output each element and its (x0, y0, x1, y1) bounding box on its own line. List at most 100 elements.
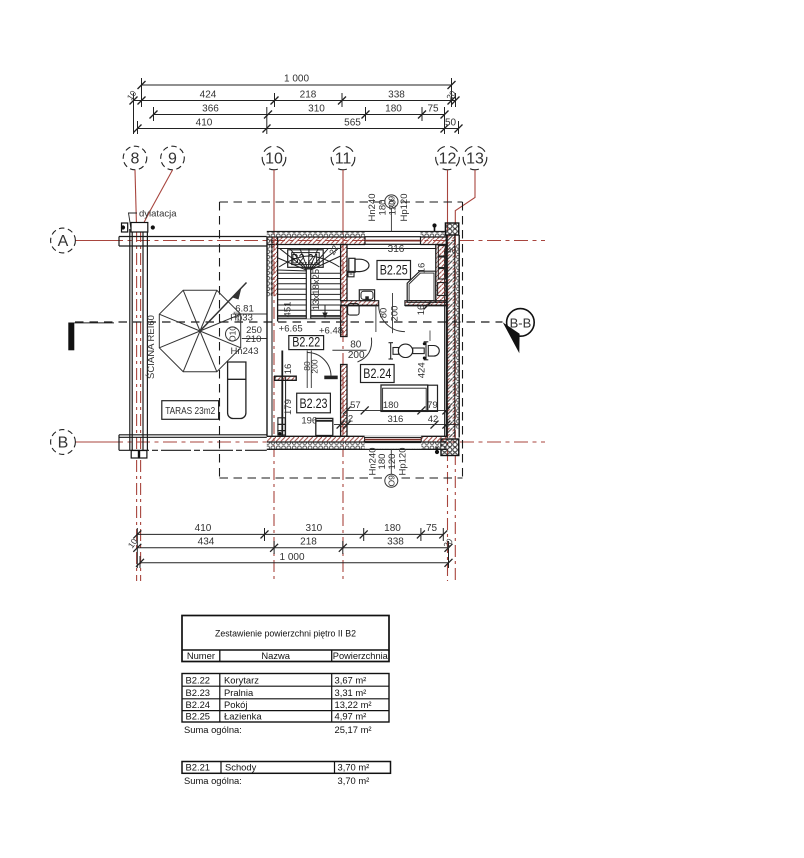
svg-text:16: 16 (283, 364, 294, 375)
svg-text:12: 12 (439, 151, 457, 168)
svg-text:Hn240: Hn240 (368, 448, 379, 476)
svg-text:+6.65: +6.65 (279, 324, 303, 335)
svg-text:Numer: Numer (187, 650, 215, 661)
svg-text:180: 180 (384, 523, 401, 534)
svg-text:75: 75 (426, 523, 438, 534)
svg-text:3,70 m²: 3,70 m² (338, 775, 370, 786)
svg-text:B2.25: B2.25 (186, 711, 211, 722)
svg-text:200: 200 (348, 350, 365, 361)
svg-text:180: 180 (385, 104, 402, 115)
svg-text:dylatacja: dylatacja (139, 209, 177, 220)
svg-text:Łazienka: Łazienka (224, 711, 262, 722)
svg-text:Hp120: Hp120 (398, 448, 409, 476)
svg-text:57: 57 (350, 400, 361, 411)
svg-text:79: 79 (427, 400, 438, 411)
svg-text:Powierzchnia: Powierzchnia (333, 650, 389, 661)
svg-text:180: 180 (377, 454, 388, 470)
svg-text:11: 11 (335, 151, 352, 168)
svg-text:80: 80 (350, 339, 362, 350)
svg-text:1 000: 1 000 (284, 74, 309, 85)
svg-text:179: 179 (283, 399, 294, 415)
svg-text:Pralnia: Pralnia (224, 687, 254, 698)
svg-text:434: 434 (198, 537, 215, 548)
svg-text:B2.23: B2.23 (186, 687, 211, 698)
svg-text:B2.25: B2.25 (380, 263, 408, 278)
svg-text:250: 250 (246, 325, 262, 336)
svg-text:10: 10 (265, 151, 283, 168)
svg-text:25,17 m²: 25,17 m² (335, 724, 372, 735)
svg-text:16: 16 (416, 305, 427, 316)
svg-text:6.81: 6.81 (235, 304, 254, 315)
svg-text:O9: O9 (386, 196, 396, 208)
svg-text:50: 50 (445, 118, 457, 129)
svg-text:3,70 m²: 3,70 m² (338, 762, 370, 773)
svg-text:Korytarz: Korytarz (224, 675, 259, 686)
svg-text:8: 8 (131, 151, 140, 168)
svg-text:B2.22: B2.22 (292, 335, 320, 350)
svg-text:310: 310 (306, 523, 323, 534)
svg-text:▽: ▽ (234, 310, 241, 319)
svg-text:Suma ogólna:: Suma ogólna: (184, 775, 242, 786)
svg-text:Schody: Schody (225, 762, 257, 773)
svg-text:80: 80 (302, 361, 312, 371)
svg-text:338: 338 (387, 537, 404, 548)
svg-text:22: 22 (327, 243, 341, 256)
svg-text:218: 218 (300, 537, 317, 548)
svg-text:B: B (58, 435, 69, 452)
svg-text:13: 13 (466, 151, 484, 168)
svg-text:Zestawienie powierzchni piętro: Zestawienie powierzchni piętro II B2 (215, 628, 356, 639)
svg-text:B-B: B-B (510, 315, 532, 330)
svg-text:40: 40 (447, 245, 457, 255)
svg-text:13x18x25: 13x18x25 (311, 269, 322, 310)
svg-text:B2.21: B2.21 (186, 762, 211, 773)
svg-text:Hp33: Hp33 (230, 313, 253, 324)
svg-text:565: 565 (344, 118, 361, 129)
svg-text:3,67 m²: 3,67 m² (335, 675, 367, 686)
svg-text:Nazwa: Nazwa (261, 650, 290, 661)
svg-text:3,31 m²: 3,31 m² (335, 687, 367, 698)
svg-text:22: 22 (343, 414, 354, 425)
svg-text:451: 451 (283, 302, 294, 318)
svg-text:1 000: 1 000 (279, 552, 304, 563)
svg-text:196: 196 (301, 416, 317, 427)
svg-text:424: 424 (200, 90, 217, 101)
svg-text:13,22 m²: 13,22 m² (335, 699, 372, 710)
svg-text:410: 410 (196, 118, 213, 129)
svg-text:120: 120 (388, 200, 399, 216)
svg-text:200: 200 (389, 306, 400, 322)
svg-text:16: 16 (417, 263, 428, 274)
svg-text:B2.22: B2.22 (186, 675, 211, 686)
svg-text:75: 75 (427, 104, 439, 115)
svg-text:B2.24: B2.24 (186, 699, 211, 710)
svg-text:316: 316 (388, 244, 405, 255)
svg-text:A: A (58, 233, 69, 250)
svg-text:310: 310 (308, 104, 325, 115)
svg-text:B2.23: B2.23 (300, 396, 328, 411)
svg-text:120: 120 (387, 454, 398, 470)
svg-text:338: 338 (388, 90, 405, 101)
svg-text:O9: O9 (386, 475, 396, 487)
svg-text:366: 366 (202, 104, 219, 115)
svg-text:O10: O10 (228, 326, 238, 342)
svg-text:TARAS 23m2: TARAS 23m2 (165, 406, 215, 417)
svg-text:Hn240: Hn240 (367, 194, 378, 222)
svg-text:ŚCIANA REI60: ŚCIANA REI60 (145, 315, 157, 379)
svg-text:80: 80 (379, 308, 390, 319)
svg-text:Pokój: Pokój (224, 699, 247, 710)
svg-text:B2.21: B2.21 (292, 251, 320, 266)
svg-text:9: 9 (168, 151, 177, 168)
svg-text:424: 424 (417, 362, 428, 378)
svg-text:316: 316 (387, 414, 403, 425)
svg-text:+6.48: +6.48 (319, 326, 343, 337)
svg-text:218: 218 (300, 90, 317, 101)
svg-text:Hp120: Hp120 (399, 194, 410, 222)
svg-text:Suma ogólna:: Suma ogólna: (184, 724, 242, 735)
svg-text:200: 200 (310, 359, 320, 373)
svg-text:42: 42 (428, 414, 439, 425)
svg-text:Hn243: Hn243 (231, 346, 259, 357)
svg-text:180: 180 (383, 400, 399, 411)
svg-text:210: 210 (246, 334, 262, 345)
svg-text:4,97 m²: 4,97 m² (335, 711, 367, 722)
svg-text:410: 410 (195, 523, 212, 534)
svg-text:B2.24: B2.24 (363, 366, 391, 381)
